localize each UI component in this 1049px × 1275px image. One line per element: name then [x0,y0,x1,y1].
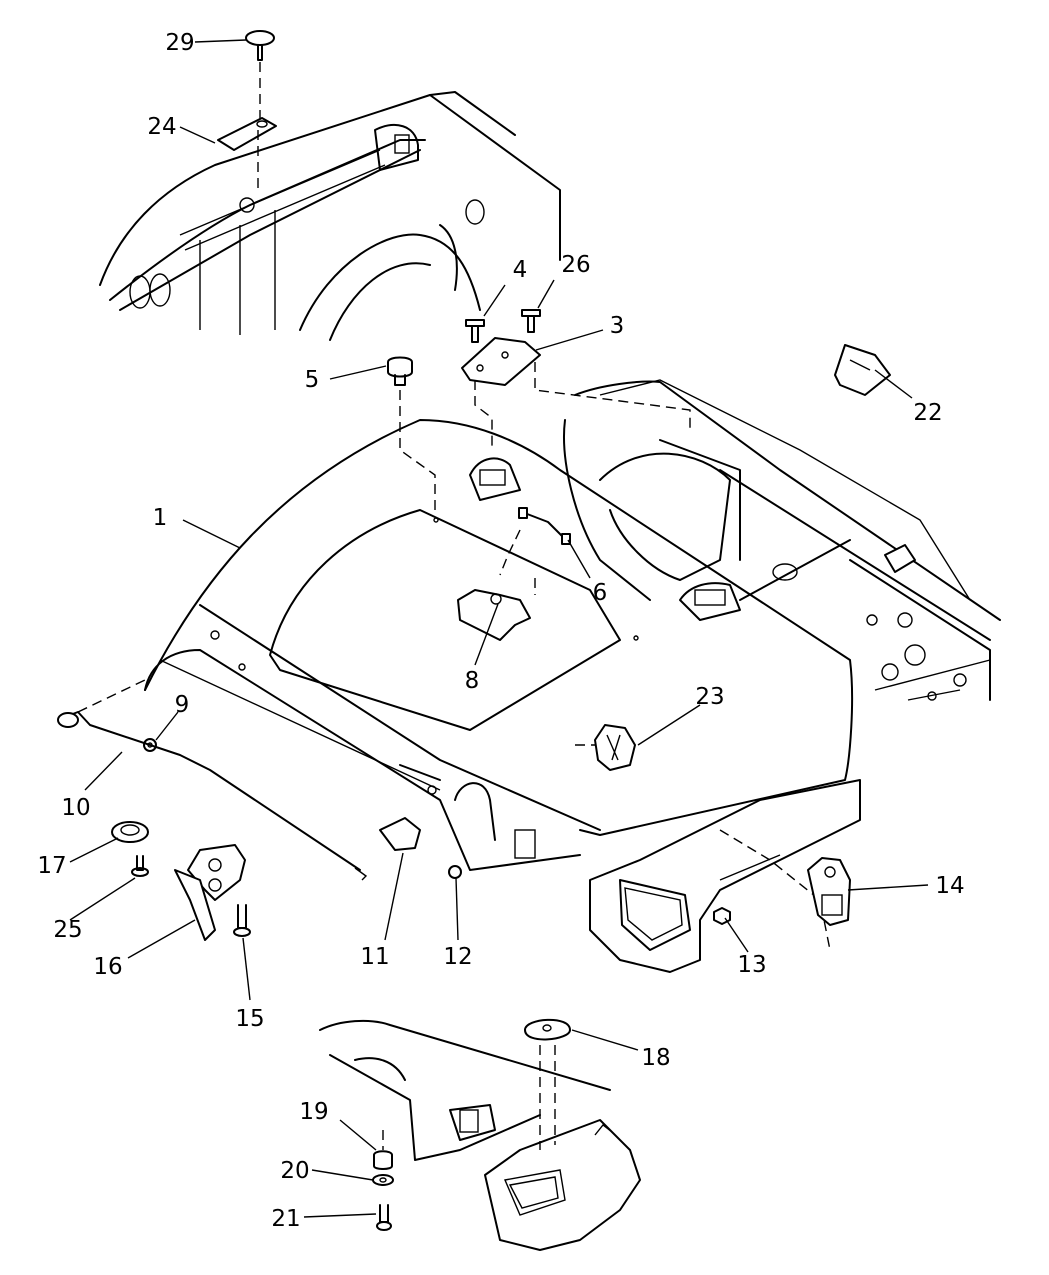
part-10-prop-rod [57,679,368,881]
part-16-hinge-support [174,844,246,941]
callout-1: 1 [153,505,168,531]
callout-23: 23 [695,684,724,710]
part-21-bolt [376,1204,392,1231]
part-4-screw [465,319,485,343]
fender-panel [589,779,861,973]
radiator-support-inset [99,91,561,341]
part-17-grommet [111,821,149,843]
callout-8: 8 [465,668,480,694]
part-15-bolt [233,904,251,937]
part-12-nut [448,865,462,879]
callout-13: 13 [737,952,766,978]
callout-4: 4 [513,257,528,283]
callout-3: 3 [610,313,625,339]
callout-25: 25 [53,917,82,943]
callout-24: 24 [147,114,176,140]
part-8-insulator-pad [457,589,531,641]
leader-lines [69,39,929,1218]
callout-19: 19 [299,1099,328,1125]
part-25-bolt [131,855,149,877]
callout-22: 22 [913,400,942,426]
part-26-screw [521,309,541,333]
callout-12: 12 [443,944,472,970]
part-19-spacer [373,1130,393,1170]
callout-29: 29 [165,30,194,56]
callout-10: 10 [61,795,90,821]
part-11-bracket [379,817,421,851]
part-22-bracket [834,344,891,396]
callout-11: 11 [360,944,389,970]
part-18-bumper-pad [524,1018,571,1150]
callout-15: 15 [235,1006,264,1032]
callout-14: 14 [935,873,964,899]
callout-21: 21 [271,1206,300,1232]
part-20-washer [372,1174,394,1186]
cowl-panel [563,379,1001,701]
callout-6: 6 [593,580,608,606]
callout-5: 5 [305,367,320,393]
part-14-latch [807,857,851,926]
part-3-hinge [461,337,691,450]
part-1-hood [144,419,854,871]
callout-17: 17 [37,853,66,879]
part-24-bracket [217,117,277,190]
part-5-bumper [387,356,436,515]
callout-18: 18 [641,1045,670,1071]
part-23-latch-catch [575,724,636,771]
callout-20: 20 [280,1158,309,1184]
callout-26: 26 [561,252,590,278]
part-6-rod [499,507,571,595]
part-29-push-pin [245,30,275,125]
callout-labels: 29 24 1 4 26 3 5 22 6 8 9 23 10 17 14 25… [37,30,964,1232]
lower-inset-hood-corner [319,1019,641,1251]
callout-9: 9 [175,692,190,718]
callout-16: 16 [93,954,122,980]
